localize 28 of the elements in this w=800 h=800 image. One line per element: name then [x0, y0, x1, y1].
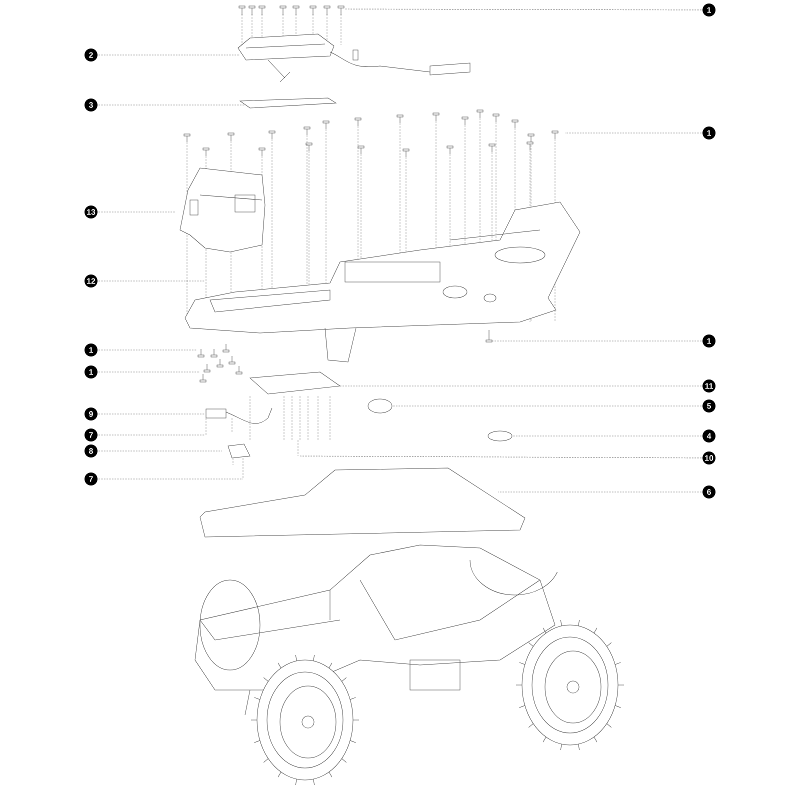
leader-line: [97, 104, 246, 106]
callout-number: 12: [84, 274, 98, 288]
leader-line: [97, 434, 206, 436]
leader-line: [97, 54, 240, 56]
callout-number: 11: [702, 380, 716, 392]
callout-number: 4: [702, 430, 716, 442]
callout-number: 13: [84, 206, 98, 218]
callout-number: 1: [702, 334, 716, 348]
callout-number: 8: [84, 444, 98, 458]
callout-number: 3: [84, 98, 98, 112]
leader-line: [300, 456, 703, 458]
leader-line: [564, 132, 703, 134]
leader-line: [97, 450, 222, 452]
callout-number: 7: [84, 428, 98, 442]
callout-number: 2: [84, 48, 98, 62]
callout-number: 1: [84, 344, 98, 356]
leader-line: [492, 340, 703, 342]
callout-number: 6: [702, 486, 716, 498]
leader-line: [344, 8, 703, 10]
leader-line: [97, 280, 206, 282]
callout-number: 9: [84, 408, 98, 420]
callout-number: 5: [702, 400, 716, 412]
leader-line: [97, 478, 244, 480]
callout-number: 1: [702, 4, 716, 16]
callout-number: 1: [84, 366, 98, 378]
callout-number: 10: [702, 452, 716, 464]
callout-number: 7: [84, 472, 98, 486]
callout-number: 1: [702, 126, 716, 140]
